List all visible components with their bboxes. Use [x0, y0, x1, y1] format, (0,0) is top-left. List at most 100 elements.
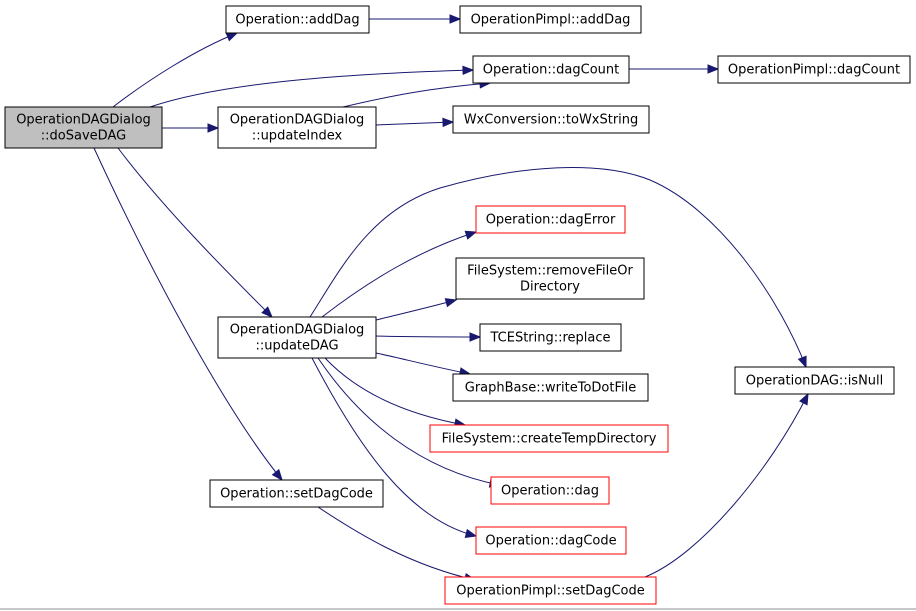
- node-to-wx-string[interactable]: WxConversion::toWxString: [452, 105, 650, 134]
- node-label: OperationPimpl::setDagCode: [456, 584, 645, 599]
- edge-update-d-a-g-to-dag-code: [311, 357, 478, 539]
- node-label: Operation::dagError: [486, 213, 616, 228]
- node-set-dag-code[interactable]: Operation::setDagCode: [209, 479, 384, 508]
- edge-root-to-update-index: [162, 123, 220, 133]
- node-dag-code[interactable]: Operation::dagCode: [475, 526, 627, 555]
- bottom-divider: [0, 608, 916, 610]
- node-is-null[interactable]: OperationDAG::isNull: [734, 366, 895, 395]
- edge-set-dag-code-to-pimpl-set-dag-code: [317, 506, 477, 583]
- edge-arrowhead: [799, 392, 809, 406]
- edge-line: [112, 32, 238, 108]
- edge-line: [93, 147, 283, 481]
- edge-line: [324, 357, 466, 426]
- edge-arrowhead: [707, 64, 720, 74]
- edge-arrowhead: [469, 332, 482, 342]
- node-replace[interactable]: TCEString::replace: [479, 323, 622, 352]
- edge-arrowhead: [261, 306, 273, 318]
- node-label: Operation::dagCode: [485, 534, 616, 549]
- node-label: Operation::dag: [501, 484, 599, 499]
- node-pimpl-set-dag-code[interactable]: OperationPimpl::setDagCode: [444, 576, 657, 605]
- edge-update-d-a-g-to-is-null: [309, 167, 807, 369]
- node-label: Operation::setDagCode: [220, 487, 373, 502]
- edge-line: [375, 335, 481, 338]
- edge-arrowhead: [797, 355, 807, 369]
- node-box[interactable]: [475, 526, 627, 555]
- node-box[interactable]: [225, 5, 370, 34]
- node-dag-error[interactable]: Operation::dagError: [475, 205, 626, 234]
- edge-pimpl-set-dag-code-to-is-null: [644, 392, 809, 578]
- node-pimpl-dag-count[interactable]: OperationPimpl::dagCount: [717, 55, 911, 84]
- node-box[interactable]: [459, 5, 642, 34]
- node-box[interactable]: [475, 205, 626, 234]
- node-pimpl-add-dag[interactable]: OperationPimpl::addDag: [459, 5, 642, 34]
- node-box[interactable]: [490, 476, 610, 505]
- edge-line: [317, 506, 476, 581]
- edge-line: [149, 69, 474, 108]
- edges-layer: [93, 14, 809, 583]
- node-box[interactable]: [479, 323, 622, 352]
- node-label: OperationDAGDialog: [16, 113, 151, 128]
- node-box[interactable]: [452, 105, 650, 134]
- node-box[interactable]: [209, 479, 384, 508]
- edge-update-index-to-to-wx-string: [375, 117, 455, 128]
- node-box[interactable]: [429, 424, 669, 453]
- edge-line: [321, 231, 477, 318]
- edge-line: [375, 352, 471, 375]
- node-box[interactable]: [452, 373, 649, 402]
- node-box[interactable]: [455, 257, 645, 300]
- node-label: WxConversion::toWxString: [464, 113, 639, 128]
- node-update-index[interactable]: OperationDAGDialog::updateIndex: [217, 106, 377, 149]
- edge-update-d-a-g-to-write-dot: [375, 352, 472, 377]
- edge-arrowhead: [444, 298, 458, 308]
- edge-arrowhead: [449, 14, 462, 24]
- edge-arrowhead: [464, 230, 478, 240]
- node-label: FileSystem::createTempDirectory: [442, 432, 657, 447]
- node-add-dag[interactable]: Operation::addDag: [225, 5, 370, 34]
- edge-arrowhead: [271, 468, 283, 482]
- node-box[interactable]: [472, 55, 630, 84]
- node-label: FileSystem::removeFileOr: [467, 264, 633, 279]
- node-dag-count[interactable]: Operation::dagCount: [472, 55, 630, 84]
- node-box[interactable]: [444, 576, 657, 605]
- nodes-layer: OperationDAGDialog::doSaveDAGOperation::…: [4, 5, 911, 605]
- node-box[interactable]: [4, 106, 163, 149]
- edge-update-d-a-g-to-dag-error: [321, 230, 478, 318]
- node-label: ::doSaveDAG: [41, 129, 126, 144]
- node-update-d-a-g[interactable]: OperationDAGDialog::updateDAG: [217, 316, 377, 359]
- node-box[interactable]: [734, 366, 895, 395]
- edge-add-dag-to-pimpl-add-dag: [369, 14, 462, 24]
- node-label: GraphBase::writeToDotFile: [465, 381, 636, 396]
- node-box[interactable]: [217, 316, 377, 359]
- node-label: Operation::addDag: [235, 13, 359, 28]
- edge-arrowhead: [462, 65, 475, 76]
- edge-arrowhead: [225, 32, 239, 42]
- edge-dag-count-to-pimpl-dag-count: [629, 64, 720, 74]
- node-label: OperationPimpl::addDag: [471, 13, 631, 28]
- edge-arrowhead: [207, 123, 220, 133]
- node-label: ::updateIndex: [252, 129, 343, 144]
- edge-root-to-add-dag: [112, 32, 239, 108]
- node-write-dot[interactable]: GraphBase::writeToDotFile: [452, 373, 649, 402]
- node-label: OperationDAGDialog: [230, 323, 365, 338]
- edge-arrowhead: [442, 117, 455, 128]
- edge-line: [317, 357, 501, 486]
- node-label: Directory: [520, 280, 580, 295]
- node-box[interactable]: [717, 55, 911, 84]
- edge-root-to-update-d-a-g: [117, 147, 273, 318]
- node-box[interactable]: [217, 106, 377, 149]
- node-label: TCEString::replace: [489, 331, 610, 346]
- edge-line: [311, 357, 477, 537]
- edge-line: [117, 147, 273, 318]
- node-label: ::updateDAG: [255, 339, 338, 354]
- edge-line: [644, 393, 809, 578]
- node-label: Operation::dagCount: [483, 63, 620, 78]
- edge-root-to-dag-count: [149, 65, 475, 108]
- node-root[interactable]: OperationDAGDialog::doSaveDAG: [4, 106, 163, 149]
- node-create-temp[interactable]: FileSystem::createTempDirectory: [429, 424, 669, 453]
- node-label: OperationDAG::isNull: [746, 374, 884, 389]
- edge-update-index-to-dag-count: [342, 79, 492, 108]
- node-label: OperationDAGDialog: [230, 113, 365, 128]
- node-op-dag[interactable]: Operation::dag: [490, 476, 610, 505]
